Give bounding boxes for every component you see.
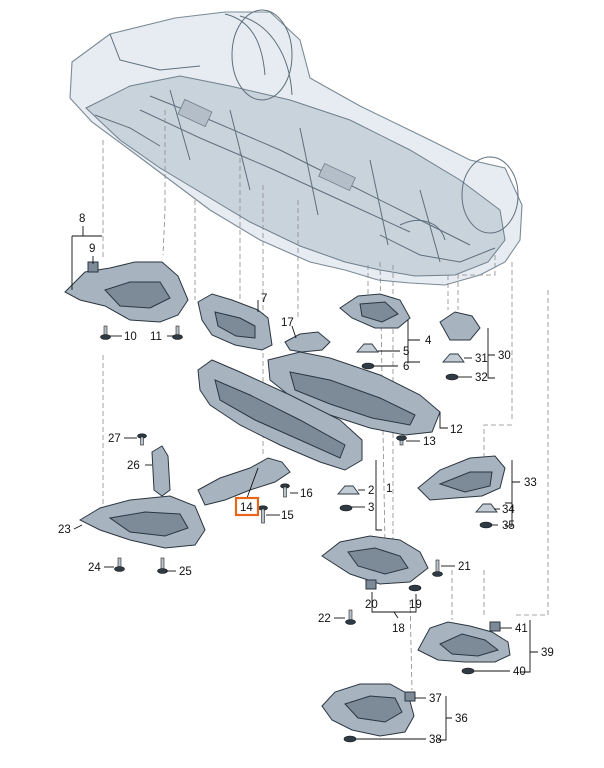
part-32-nut bbox=[445, 373, 459, 381]
part-31-nut bbox=[442, 353, 465, 363]
part-13-clip bbox=[396, 435, 407, 446]
part-1-nut bbox=[337, 485, 360, 495]
part-5-nut bbox=[356, 343, 379, 353]
label-35: 35 bbox=[502, 520, 515, 532]
label-9: 9 bbox=[89, 243, 95, 255]
part-30-bracket bbox=[439, 311, 481, 341]
label-30: 30 bbox=[498, 350, 511, 362]
part-7-shield bbox=[197, 293, 273, 351]
label-24: 24 bbox=[88, 562, 101, 574]
part-27-screw bbox=[137, 433, 147, 446]
label-2: 2 bbox=[368, 485, 374, 497]
part-18-shield bbox=[321, 535, 429, 585]
label-32: 32 bbox=[475, 372, 488, 384]
label-15: 15 bbox=[281, 510, 294, 522]
label-7: 7 bbox=[261, 293, 267, 305]
part-8-shield bbox=[64, 261, 189, 323]
part-15-screw bbox=[258, 505, 268, 524]
label-18: 18 bbox=[392, 623, 405, 635]
part-22-screw bbox=[345, 609, 356, 625]
part-34-nut bbox=[475, 503, 498, 513]
part-6-nut bbox=[361, 362, 375, 370]
floor-shield-main bbox=[197, 359, 363, 471]
part-17-bracket bbox=[284, 331, 331, 353]
label-16: 16 bbox=[300, 488, 313, 500]
part-20-clip bbox=[365, 579, 377, 590]
label-31: 31 bbox=[475, 353, 488, 365]
part-4-bracket bbox=[339, 293, 411, 329]
label-12: 12 bbox=[450, 424, 463, 436]
part-23-shield bbox=[78, 495, 206, 549]
label-17: 17 bbox=[281, 317, 294, 329]
label-22: 22 bbox=[318, 613, 331, 625]
leader-lines bbox=[71, 226, 538, 741]
label-3: 3 bbox=[368, 502, 374, 514]
label-36: 36 bbox=[455, 713, 468, 725]
car-underbody bbox=[69, 9, 523, 286]
label-21: 21 bbox=[458, 561, 471, 573]
part-38-nut bbox=[343, 735, 357, 743]
part-41-clip bbox=[489, 621, 501, 632]
part-40-nut bbox=[461, 667, 475, 675]
part-16-screw bbox=[280, 483, 290, 498]
label-5: 5 bbox=[403, 346, 409, 358]
part-35-nut bbox=[479, 521, 493, 529]
part-10-screw bbox=[100, 325, 111, 340]
part-37-clip bbox=[404, 691, 416, 702]
label-6: 6 bbox=[403, 361, 409, 373]
part-14-strip bbox=[197, 457, 291, 506]
label-20: 20 bbox=[365, 599, 378, 611]
part-26-bracket bbox=[151, 445, 171, 497]
label-34: 34 bbox=[502, 504, 515, 516]
label-25: 25 bbox=[179, 566, 192, 578]
label-41: 41 bbox=[515, 623, 528, 635]
label-39: 39 bbox=[541, 647, 554, 659]
label-10: 10 bbox=[124, 331, 137, 343]
part-39-shield bbox=[417, 621, 511, 663]
label-19: 19 bbox=[409, 599, 422, 611]
label-11: 11 bbox=[150, 331, 162, 343]
label-4: 4 bbox=[425, 335, 432, 347]
part-11-screw bbox=[172, 325, 183, 340]
label-33: 33 bbox=[524, 477, 537, 489]
label-26: 26 bbox=[127, 460, 140, 472]
callout-labels: 8 9 10 11 7 17 4 5 6 30 31 32 12 13 27 2… bbox=[58, 213, 554, 746]
part-3-nut bbox=[339, 504, 353, 512]
part-19-nut bbox=[408, 584, 422, 592]
label-40: 40 bbox=[513, 666, 526, 678]
label-23: 23 bbox=[58, 524, 71, 536]
part-21-screw bbox=[432, 559, 443, 577]
part-36-shield bbox=[321, 683, 415, 737]
part-25-screw bbox=[157, 557, 168, 574]
label-14-highlight-box bbox=[234, 496, 260, 517]
label-37: 37 bbox=[429, 693, 442, 705]
label-38: 38 bbox=[429, 734, 442, 746]
part-12-tunnel-panel bbox=[267, 351, 441, 436]
part-33-shield bbox=[417, 455, 506, 501]
label-8: 8 bbox=[79, 213, 85, 225]
label-13: 13 bbox=[423, 436, 436, 448]
label-27: 27 bbox=[108, 433, 121, 445]
label-14: 14 bbox=[240, 502, 253, 514]
label-1: 1 bbox=[386, 483, 392, 495]
part-24-screw bbox=[114, 557, 125, 572]
